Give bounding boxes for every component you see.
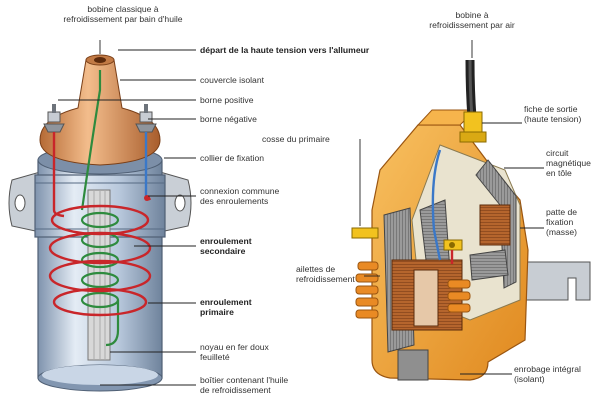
oil-cooled-coil <box>8 54 192 392</box>
label-fixing-tab: patte de fixation (masse) <box>546 207 578 237</box>
label-hv-output: départ de la haute tension vers l'allume… <box>200 45 370 55</box>
label-insulating-cover: couvercle isolant <box>200 75 265 85</box>
fixing-tab <box>519 261 591 301</box>
label-iron-core: noyau en fer doux feuilleté <box>200 342 269 362</box>
iron-core <box>87 189 111 361</box>
primary-winding <box>48 132 152 317</box>
cooling-fins <box>355 261 471 319</box>
common-connection-point <box>144 195 150 201</box>
primary-terminal <box>351 227 463 251</box>
label-output-plug: fiche de sortie (haute tension) <box>524 104 582 124</box>
label-primary-winding: enroulement primaire <box>200 297 252 317</box>
label-negative-terminal: borne négative <box>200 114 257 124</box>
label-secondary-winding: enroulement secondaire <box>200 236 252 256</box>
air-cooled-coil <box>351 59 591 381</box>
output-plug <box>463 111 483 135</box>
label-magnetic-circuit: circuit magnétique en tôle <box>546 148 591 178</box>
oil-coil-title: bobine classique à refroidissement par b… <box>63 4 183 24</box>
label-positive-terminal: borne positive <box>200 95 254 105</box>
leader-lines <box>58 40 544 386</box>
label-cooling-fins: ailettes de refroidissement <box>296 264 355 284</box>
label-fixing-collar: collier de fixation <box>200 153 265 163</box>
secondary-winding <box>80 70 120 347</box>
positive-terminal <box>43 104 65 133</box>
air-coil-title: bobine à refroidissement par air <box>429 10 515 30</box>
label-oil-housing: boîtier contenant l'huile de refroidisse… <box>200 375 289 395</box>
negative-terminal <box>135 104 157 133</box>
label-encapsulation: enrobage intégral (isolant) <box>514 364 581 384</box>
label-common-connection: connexion commune des enroulements <box>200 186 280 206</box>
label-primary-terminal: cosse du primaire <box>262 134 330 144</box>
